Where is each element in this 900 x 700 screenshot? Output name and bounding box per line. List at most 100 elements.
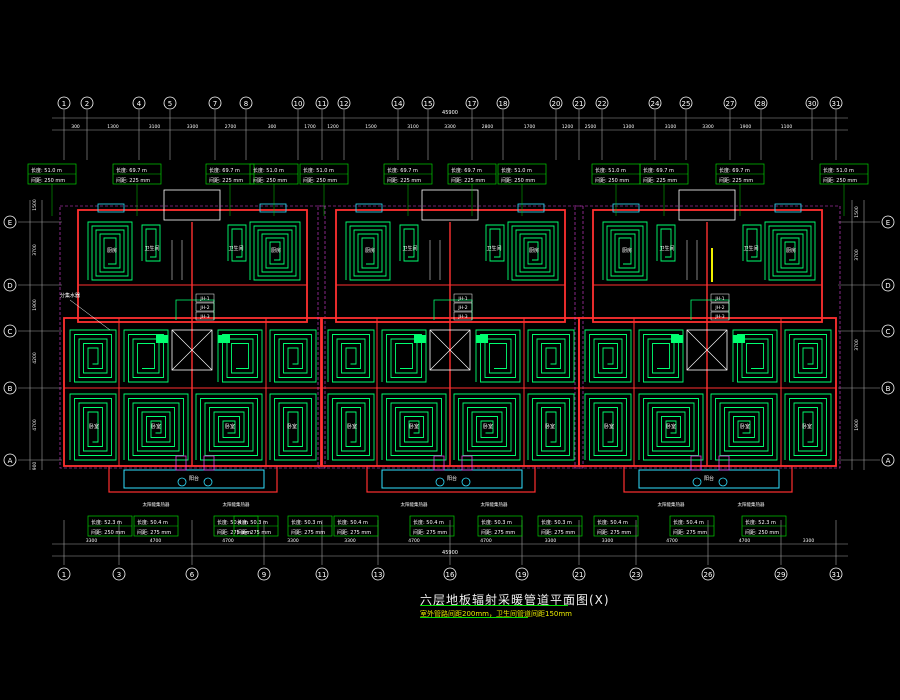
loop-tag-spacing: 间距: 225 mm [719,177,753,184]
window [259,203,287,213]
window [517,203,545,213]
axis-bubble-label: 26 [704,571,713,579]
heating-loop [656,224,676,262]
dim-text: 2500 [585,124,597,130]
axis-bubble [754,96,768,110]
heating-loop [327,393,375,461]
loop-tag-length: 长度: 51.0 m [501,167,532,174]
loop-tag-length: 长度: 50.4 m [137,519,168,526]
loop-tag-spacing: 间距: 275 mm [597,529,631,536]
manifold-tag-box [195,311,215,321]
heating-loop [485,224,505,262]
balcony-wall [366,465,536,493]
loop-tag-length: 长度: 50.3 m [291,519,322,526]
axis-bubble-label: 27 [726,100,735,108]
dim-text: 4700 [150,538,162,544]
room-label: 卫生间 [228,245,243,252]
loop-tag-spacing: 间距: 275 mm [541,529,575,536]
axis-bubble-label: 2 [85,100,89,108]
axis-bubble [421,96,435,110]
axis-bubble [443,567,457,581]
heating-loop [345,221,391,281]
dim-text: 1200 [562,124,574,130]
axis-bubble-label: E [886,219,890,227]
loop-tag-length: 长度: 51.0 m [31,167,62,174]
loop-tag-length: 长度: 69.7 m [209,167,240,174]
room-label: 卧室 [89,423,99,430]
boundary [59,205,326,469]
dim-text: 2800 [482,124,494,130]
axis-bubble-label: 20 [552,100,561,108]
balcony-label: 阳台 [704,475,714,482]
loop-tag-length: 长度: 69.7 m [643,167,674,174]
dim-text: 3700 [854,249,860,261]
axis-bubble-label: 11 [318,571,327,579]
heating-loop [249,221,301,281]
heating-loop [269,329,317,383]
balcony-rail [123,469,265,489]
room-label: 厨房 [107,247,117,254]
axis-bubble-label: 25 [682,100,691,108]
heating-loop [584,329,632,383]
balcony-note: 太阳能集热器 [401,501,428,508]
dim-text: 4700 [32,419,38,431]
axis-bubble-label: 3 [117,571,121,579]
dim-text: 3300 [444,124,456,130]
water-tank [692,477,702,487]
axis-bubble [132,96,146,110]
heating-loop [732,329,778,383]
room-label: 厨房 [365,247,375,254]
axis-bubble-label: 30 [808,100,817,108]
loop-tag-length: 长度: 69.7 m [387,167,418,174]
heating-loop [381,393,447,461]
heating-loop [638,329,684,383]
dim-text: 1700 [304,124,316,130]
room-label: 卧室 [287,423,297,430]
balcony-note: 太阳能集热器 [738,501,765,508]
room-label: 卫生间 [743,245,758,252]
heating-loop [327,329,375,383]
heating-loop [227,224,247,262]
loop-tag-length: 长度: 51.0 m [595,167,626,174]
balcony-rail [381,469,523,489]
loop-tags: 长度: 51.0 m 间距: 250 mm 长度: 69.7 m 间距: 225 mm… [27,163,869,537]
axis-bubble [829,567,843,581]
manifold-tag: JH-2 [714,305,724,311]
dim-text: 4700 [480,538,492,544]
manifold-tag-box [710,293,730,303]
loop-tag-spacing: 间距: 275 mm [673,529,707,536]
dim-text: 3300 [702,124,714,130]
dim-text: 300 [268,124,277,130]
door-swing [461,455,473,471]
loop-tag-spacing: 间距: 225 mm [116,177,150,184]
balcony-label: 阳台 [189,475,199,482]
balcony-rail [638,469,780,489]
loop-tag-length: 长度: 50.4 m [337,519,368,526]
balcony-note: 太阳能集热器 [143,501,170,508]
axis-bubble [3,215,17,229]
dim-text: 2700 [225,124,237,130]
axis-bubble-label: 16 [446,571,455,579]
manifold-tag-box [453,302,473,312]
stair-tower [163,189,221,221]
manifold-tag-box [710,311,730,321]
room-label: 卧室 [225,423,235,430]
manifold [671,335,683,343]
room-label: 卧室 [151,423,161,430]
loop-tag-spacing: 间距: 250 mm [745,529,779,536]
callout-leader [69,299,111,331]
heating-loop [399,224,419,262]
heating-loop [123,393,189,461]
loop-tag-length: 长度: 50.4 m [413,519,444,526]
door-swing [718,455,730,471]
axis-bubble [257,567,271,581]
axis-bubble-label: 23 [632,571,641,579]
heating-pipe-loops [69,221,832,461]
axis-bubble-label: 29 [777,571,786,579]
axis-bubble [185,567,199,581]
room-label: 卧室 [740,423,750,430]
heating-loop [123,329,169,383]
water-tank [203,477,213,487]
